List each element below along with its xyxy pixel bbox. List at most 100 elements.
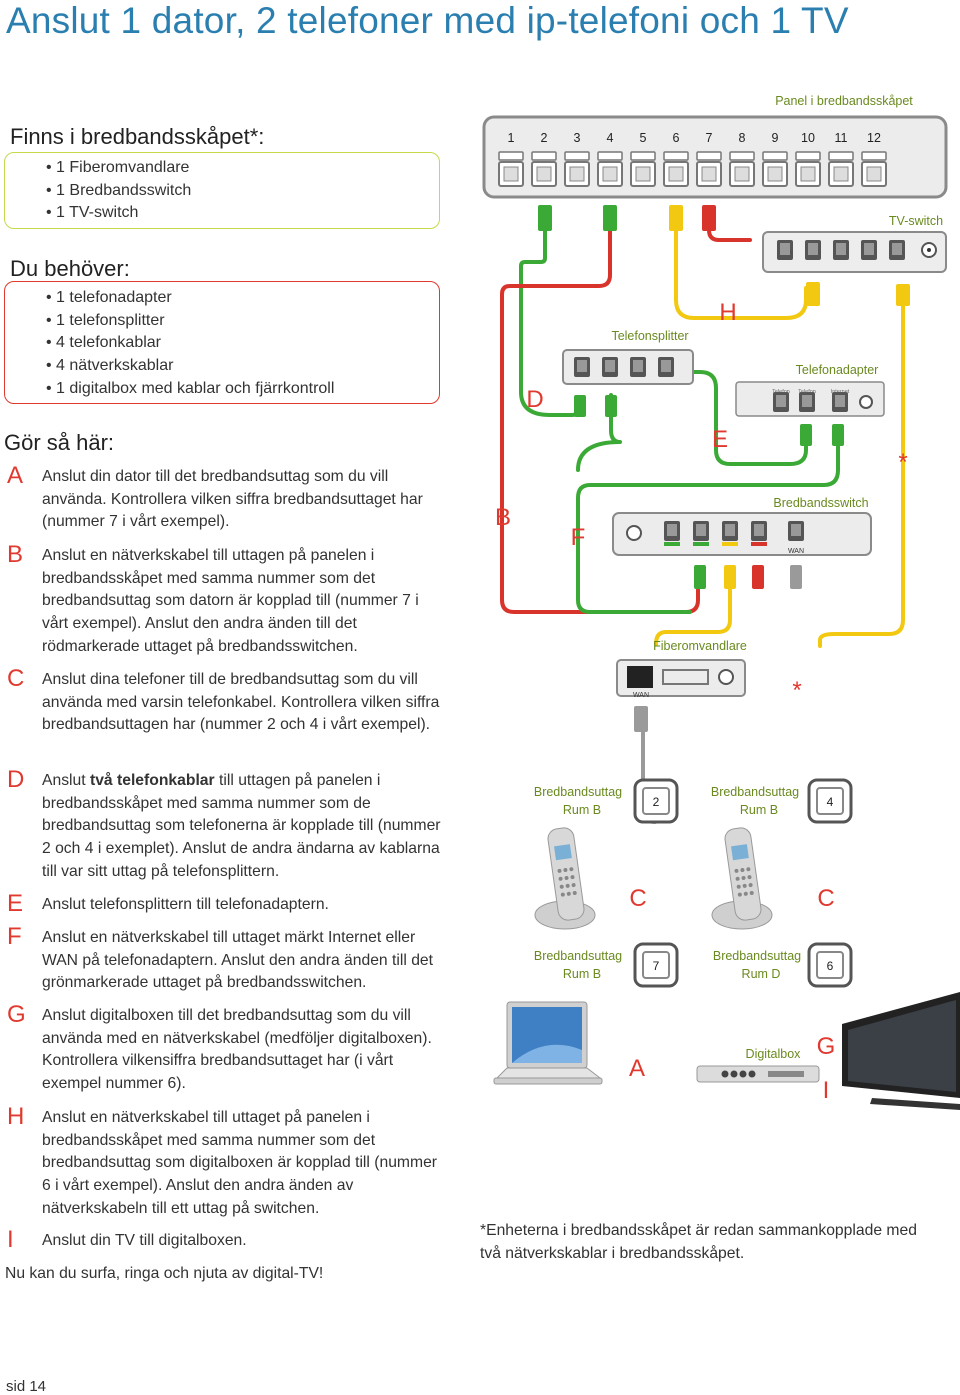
port-number: 10 (801, 131, 815, 145)
adapter-port-label: Internet (831, 389, 850, 395)
step-text: Anslut din TV till digitalboxen. (42, 1232, 247, 1249)
diagram-letter-g: G (817, 1033, 836, 1060)
step-letter: H (7, 1103, 25, 1130)
port-number: 4 (607, 131, 614, 145)
port-number: 12 (867, 131, 881, 145)
panel-port (795, 151, 821, 187)
diagram-letter-c: C (629, 885, 646, 912)
finns-heading: Finns i bredbandsskåpet*: (10, 124, 265, 149)
outlet-number: 7 (653, 959, 660, 973)
outlet-number: 6 (827, 959, 834, 973)
diagram-letter-h: H (719, 299, 736, 326)
panel-plugs (538, 205, 716, 231)
telefonadapter-device (735, 381, 885, 446)
adapter-port-label: Telefon (798, 389, 816, 395)
page-number: sid 14 (6, 1378, 47, 1395)
green-cable (519, 208, 547, 394)
yellow-cable (674, 208, 808, 320)
port-number: 2 (541, 131, 548, 145)
outlet-number: 4 (827, 795, 834, 809)
behover-box: 1 telefonadapter 1 telefonsplitter 4 tel… (4, 281, 440, 404)
step-letter: C (7, 665, 25, 692)
digitalbox-device (696, 1065, 820, 1083)
footnote: *Enheterna i bredbandsskåpet är redan sa… (480, 1222, 917, 1262)
port-number: 6 (673, 131, 680, 145)
step-letter: A (7, 462, 24, 489)
green-cable (576, 393, 622, 472)
gor-heading: Gör så här: (4, 430, 115, 455)
port-number: 9 (772, 131, 779, 145)
step-text-post: till uttagen på panelen i bredbandsskåpe… (42, 772, 441, 880)
panel-port (564, 151, 590, 187)
step-text-pre: Anslut (42, 772, 90, 789)
diagram-letter-d: D (526, 386, 543, 413)
step-letter: I (7, 1226, 14, 1253)
diagram-letter-c: C (817, 885, 834, 912)
telefonsplitter-device (562, 349, 694, 417)
step-text: Anslut din dator till det bredbandsuttag… (42, 468, 423, 531)
port-number: 5 (640, 131, 647, 145)
behover-heading: Du behöver: (10, 256, 130, 281)
fiber-wan-label: WAN (633, 692, 649, 699)
panel-port (729, 151, 755, 187)
diagram-letter-i: I (823, 1077, 830, 1104)
tv-switch-label: TV-switch (889, 214, 943, 228)
panel-port (663, 151, 689, 187)
step-text: Anslut en nätverkskabel till uttaget på … (42, 1109, 438, 1217)
panel-port (696, 151, 722, 187)
yellow-cable (654, 573, 732, 646)
panel-port (531, 151, 557, 187)
diagram-letter-e: E (712, 426, 728, 453)
outlet-captions: Bredbandsuttag Rum B Bredbandsuttag Rum … (534, 785, 801, 981)
phone-2 (711, 827, 773, 930)
outlet-caption: Rum B (563, 967, 601, 981)
list-item: 1 telefonsplitter (46, 310, 334, 333)
panel-label: Panel i bredbandsskåpet (775, 94, 913, 108)
closing-text: Nu kan du surfa, ringa och njuta av digi… (5, 1265, 324, 1282)
list-item: 1 digitalbox med kablar och fjärrkontrol… (46, 378, 334, 401)
wan-label: WAN (788, 548, 804, 555)
step-text: Anslut en nätverkskabel till uttaget mär… (42, 929, 433, 992)
page-title: Anslut 1 dator, 2 telefoner med ip-telef… (6, 0, 849, 41)
diagram-star: * (898, 449, 907, 476)
tv-screen (842, 992, 960, 1110)
port-number: 7 (706, 131, 713, 145)
outlet-number: 2 (653, 795, 660, 809)
port-number: 3 (574, 131, 581, 145)
step-text: Anslut en nätverkskabel till uttagen på … (42, 547, 419, 655)
list-item: 1 telefonadapter (46, 287, 334, 310)
behover-list: 1 telefonadapter 1 telefonsplitter 4 tel… (46, 287, 334, 401)
telefonsplitter-label: Telefonsplitter (611, 329, 688, 343)
telefonadapter-label: Telefonadapter (796, 363, 879, 377)
step-letter: B (7, 541, 24, 568)
bredbandsswitch-label: Bredbandsswitch (773, 496, 868, 510)
outlet-caption: Bredbandsuttag (534, 949, 622, 963)
list-item: 1 Bredbandsswitch (46, 180, 191, 203)
phone-1 (534, 827, 596, 930)
yellow-cable (818, 296, 905, 648)
digitalbox-label: Digitalbox (746, 1047, 802, 1061)
green-cable (576, 438, 840, 614)
step-letter: D (7, 766, 25, 793)
step-text: Anslut digitalboxen till det bredbandsut… (42, 1007, 432, 1093)
step-letter: E (7, 890, 24, 917)
step-text-bold: två telefonkablar (89, 772, 215, 789)
tv-switch-device (762, 231, 947, 306)
list-item: 4 nätverkskablar (46, 355, 334, 378)
finns-box: 1 Fiberomvandlare 1 Bredbandsswitch 1 TV… (4, 152, 440, 229)
panel-port (597, 151, 623, 187)
outlet-caption: Rum B (563, 803, 601, 817)
patch-panel (482, 115, 948, 199)
red-cable (500, 208, 700, 614)
outlet-caption: Bredbandsuttag (713, 949, 801, 963)
diagram-letter-f: F (571, 524, 586, 551)
outlet-caption: Bredbandsuttag (711, 785, 799, 799)
outlet-caption: Rum D (742, 967, 781, 981)
step-text: Anslut dina telefoner till de bredbandsu… (42, 671, 440, 734)
bredbandsswitch-device (612, 512, 872, 589)
adapter-port-label: Telefon (772, 389, 790, 395)
panel-port (861, 151, 887, 187)
